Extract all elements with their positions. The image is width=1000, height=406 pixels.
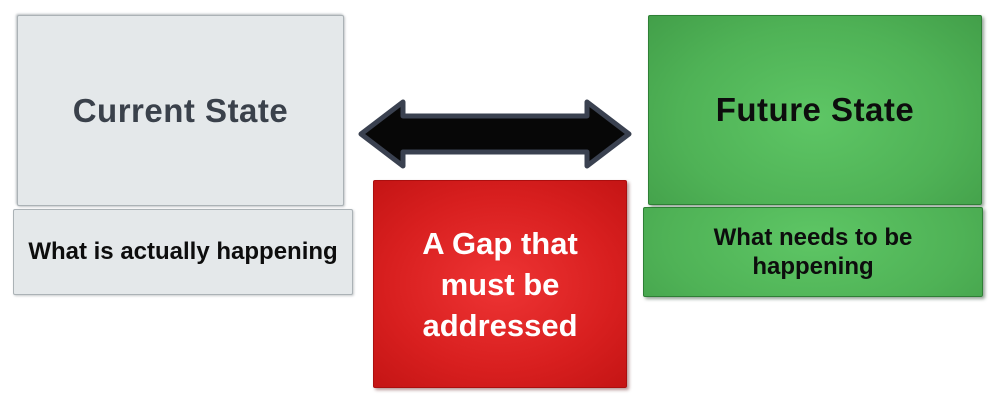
future-state-title: Future State — [715, 91, 915, 128]
current-state-title: Current State — [72, 91, 289, 129]
double-headed-arrow-icon — [358, 99, 632, 169]
future-state-header: Future State — [648, 15, 982, 205]
gap-box: A Gap that must be addressed — [373, 180, 627, 388]
current-state-header: Current State — [17, 15, 344, 206]
future-state-description-box: What needs to be happening — [643, 207, 983, 297]
current-state-description-box: What is actually happening — [13, 209, 353, 295]
future-state-subtitle: What needs to be happening — [713, 224, 913, 280]
current-state-subtitle: What is actually happening — [28, 238, 338, 265]
gap-label: A Gap that must be addressed — [422, 225, 578, 343]
